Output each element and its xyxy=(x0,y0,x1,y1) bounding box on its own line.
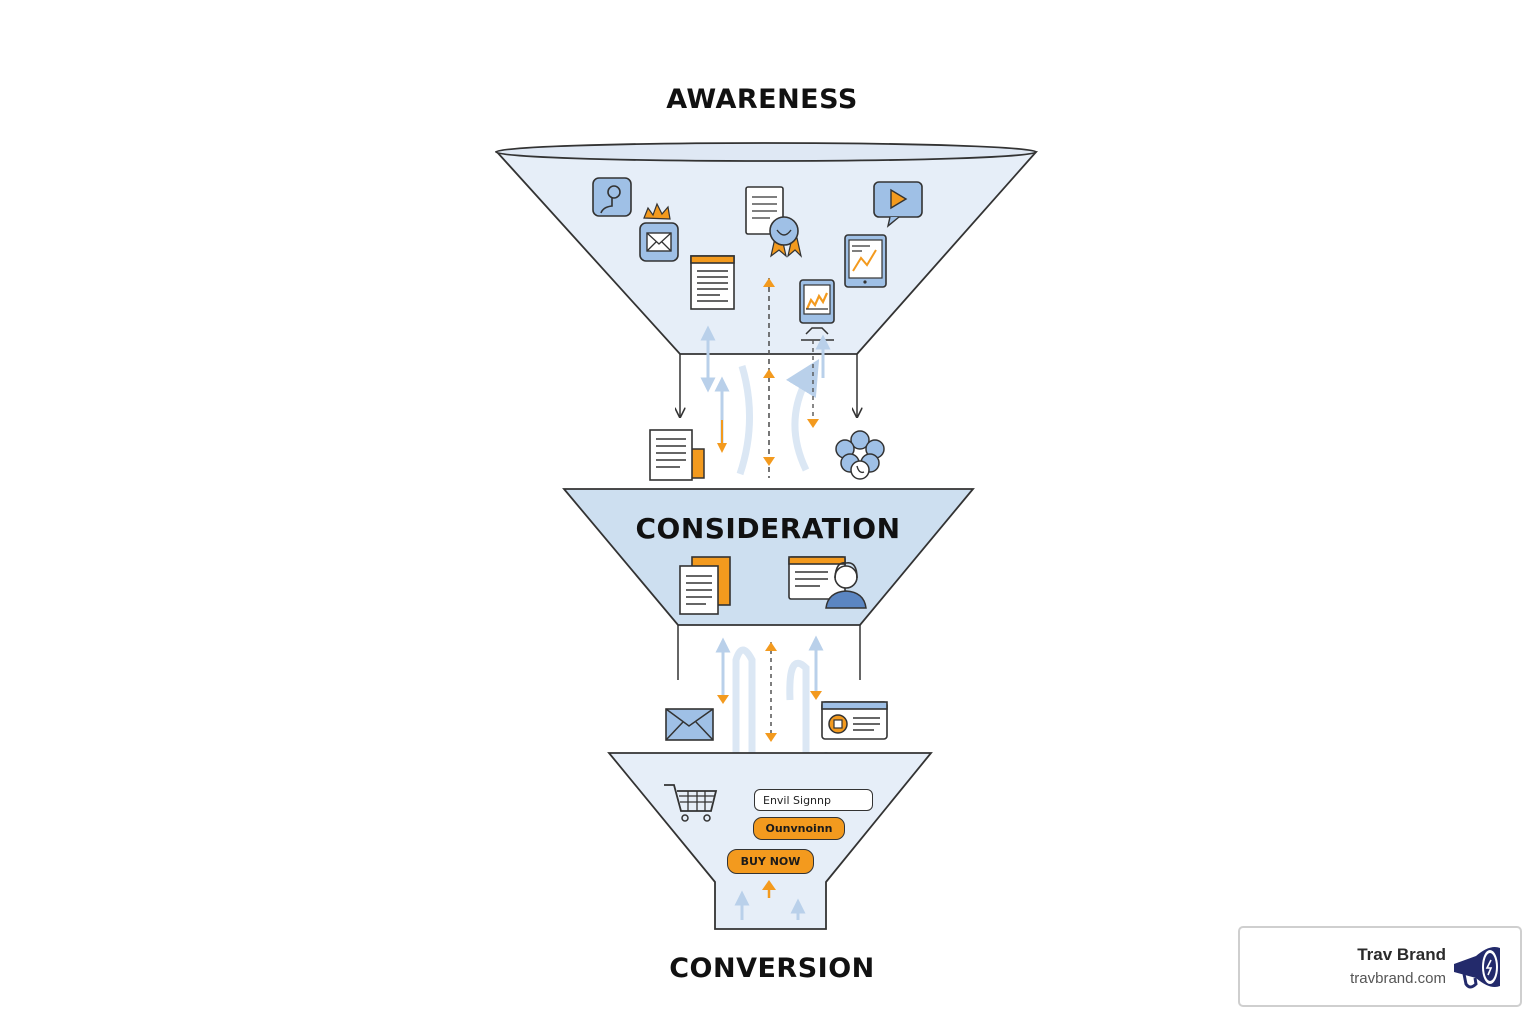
envelope-icon xyxy=(665,708,714,741)
tablet-chart-icon xyxy=(844,234,887,288)
brand-name: Trav Brand xyxy=(1357,945,1446,964)
email-burst-icon xyxy=(639,202,679,262)
web-card-icon xyxy=(821,701,888,740)
brand-card: Trav Brand travbrand.com xyxy=(1238,926,1522,1007)
megaphone-icon xyxy=(1454,947,1500,989)
email-signup-field[interactable]: Envil Signnp xyxy=(754,789,873,811)
webinar-presenter-icon xyxy=(788,556,867,609)
video-play-icon xyxy=(873,181,923,228)
consideration-flow-arrows xyxy=(715,635,834,806)
article-icon xyxy=(690,255,735,310)
buy-now-button[interactable]: BUY NOW xyxy=(727,849,814,874)
awareness-flow-arrows xyxy=(700,278,831,478)
user-profile-icon xyxy=(592,177,632,217)
stage-title-awareness: AWARENESS xyxy=(666,84,858,115)
shopping-cart-icon xyxy=(664,784,718,822)
consideration-funnel xyxy=(562,488,975,680)
documents-icon xyxy=(649,429,705,481)
mobile-chart-icon xyxy=(799,279,835,341)
conversion-funnel xyxy=(607,752,933,930)
document-badge-icon xyxy=(745,186,803,258)
stage-title-conversion: CONVERSION xyxy=(669,953,875,984)
conversion-flow-arrows xyxy=(734,880,806,920)
stage-title-consideration: CONSIDERATION xyxy=(635,512,901,545)
brand-url: travbrand.com xyxy=(1350,970,1446,987)
document-stack-icon xyxy=(679,556,731,615)
social-network-icon xyxy=(835,430,885,480)
secondary-cta-button[interactable]: Ounvnoinn xyxy=(753,817,845,840)
